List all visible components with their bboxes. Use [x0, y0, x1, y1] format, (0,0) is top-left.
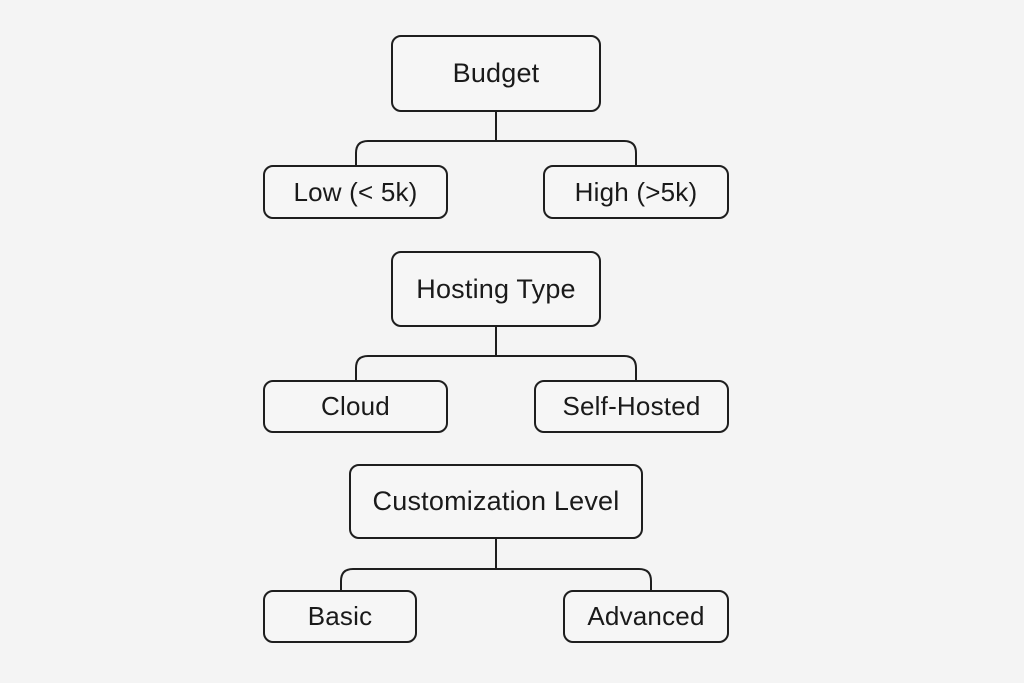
- low-budget-node: Low (< 5k): [263, 165, 448, 219]
- basic-node: Basic: [263, 590, 417, 643]
- high-budget-node: High (>5k): [543, 165, 729, 219]
- self-hosted-node: Self-Hosted: [534, 380, 729, 433]
- budget-node: Budget: [391, 35, 601, 112]
- hosting-type-node: Hosting Type: [391, 251, 601, 327]
- customization-level-node: Customization Level: [349, 464, 643, 539]
- cloud-node: Cloud: [263, 380, 448, 433]
- advanced-node: Advanced: [563, 590, 729, 643]
